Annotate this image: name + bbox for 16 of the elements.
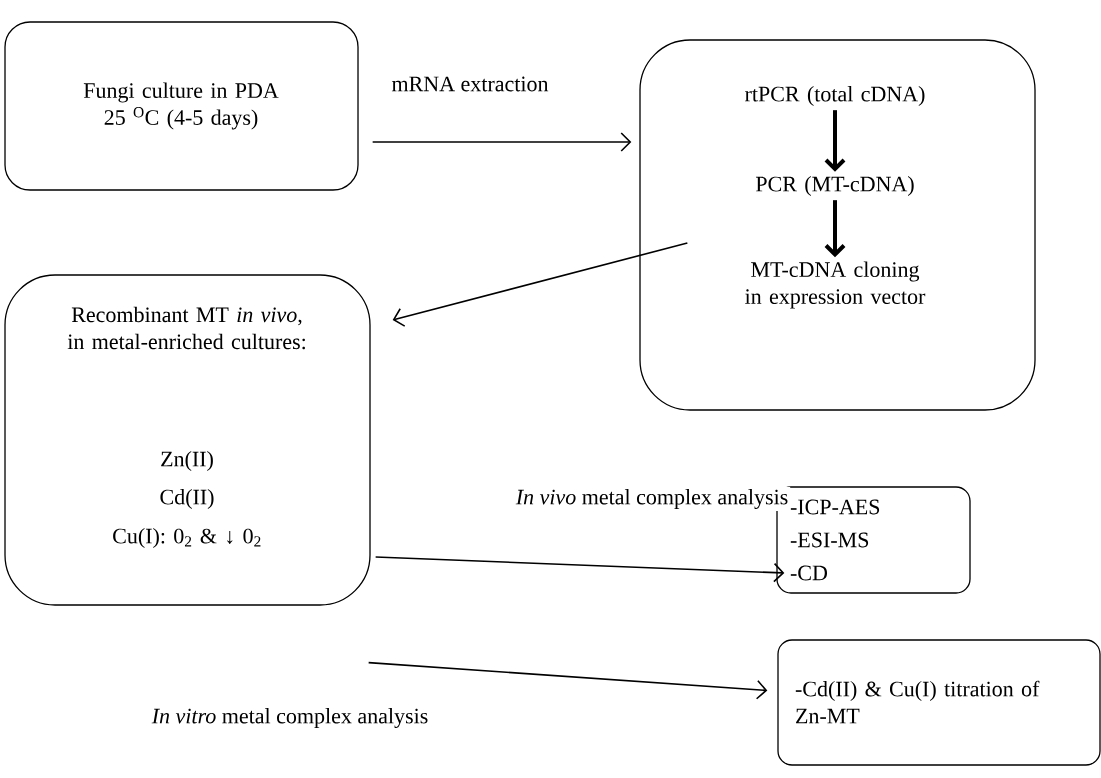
arrow	[392, 242, 689, 327]
edge-label: In vitro metal complex analysis	[149, 706, 431, 730]
edge-label: In vivo metal complex analysis	[513, 487, 791, 511]
arrow	[371, 132, 632, 152]
arrow	[374, 556, 785, 583]
step-text: rtPCR (total cDNA)	[745, 86, 925, 106]
step-text: PCR (MT-cDNA)	[756, 176, 914, 196]
process-box: Recombinant MT in vivo, in metal-enriched cultures: Zn(II) Cd(II) Cu(I): 0$_{2}$ & ↓ 0$_{2}$	[4, 274, 371, 606]
process-box: -Cd(II) & Cu(I) titration of Zn-MT	[777, 639, 1101, 766]
step-text: MT-cDNA cloning in expression vector	[745, 261, 926, 309]
arrow	[367, 661, 768, 700]
edge-label: mRNA extraction	[389, 74, 551, 94]
arrow	[824, 110, 846, 172]
process-box	[639, 39, 1036, 411]
process-box: Fungi culture in PDA 25 $^{O}$C (4-5 days)	[4, 21, 359, 191]
arrow	[824, 200, 846, 258]
